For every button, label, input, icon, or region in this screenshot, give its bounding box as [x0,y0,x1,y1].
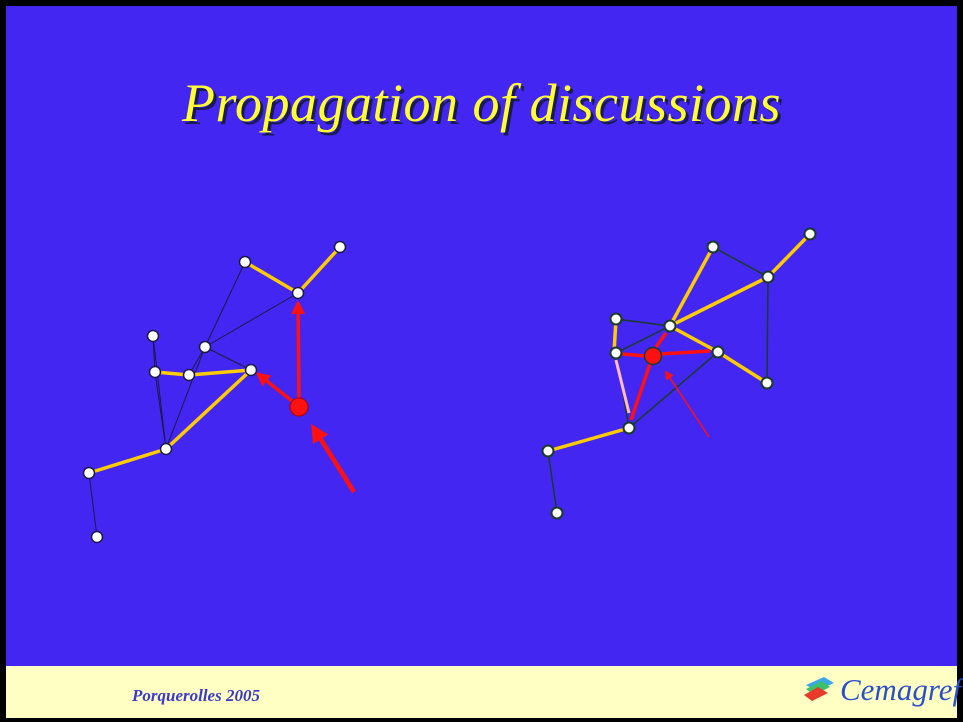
node [550,506,564,520]
thin-links [547,246,769,514]
link [716,350,769,385]
secondary-link [614,359,631,414]
link [87,447,168,475]
cemagref-logo: Cemagref [802,669,961,711]
link [255,372,294,403]
link [659,349,711,356]
node [711,345,725,359]
link [628,351,719,429]
link [766,232,812,279]
link [243,260,300,295]
propagation-links [255,300,306,403]
discussion-links [87,245,342,475]
slide-body: Propagation of discussions [6,6,957,666]
link [291,300,306,399]
node [761,270,775,284]
link [766,276,769,384]
slide-footer: Porquerolles 2005 Cemagref [6,666,961,718]
link [629,363,652,421]
node [90,530,104,544]
active-node [289,397,309,417]
node [622,421,636,435]
link [712,246,769,278]
link [165,346,206,450]
link [88,472,98,538]
logo-mark-icon [804,677,834,701]
link [187,368,253,377]
link [546,426,631,453]
link [152,335,167,450]
link [204,292,299,348]
link [668,324,720,354]
link [204,261,246,348]
node [609,346,623,360]
node [244,363,258,377]
nodes [541,227,817,520]
link [296,245,342,295]
node [82,466,96,480]
link [154,371,167,450]
link [164,368,253,451]
footer-caption: Porquerolles 2005 [132,686,260,705]
link [615,318,671,327]
node [198,340,212,354]
node [333,240,347,254]
node [760,376,774,390]
link [668,245,715,328]
link [621,352,647,358]
node [146,329,160,343]
nodes [82,240,347,544]
node [803,227,817,241]
right-network [541,227,817,520]
link [668,275,770,328]
slide-title: Propagation of discussions [181,73,782,133]
red-arrow-icon [311,423,356,494]
active-node [643,346,663,366]
left-network [82,240,356,544]
thin-links [88,261,299,538]
link [547,450,558,514]
node [148,365,162,379]
propagation-links [621,331,711,421]
thin-red-arrow-icon [665,370,710,438]
discussion-links [546,232,812,453]
node [291,286,305,300]
link [204,346,252,371]
link [615,325,671,354]
node [663,319,677,333]
node [541,444,555,458]
node [238,255,252,269]
node [182,368,196,382]
node [609,312,623,326]
node [159,442,173,456]
logo-text: Cemagref [840,672,962,707]
link [654,331,668,349]
node [706,240,720,254]
